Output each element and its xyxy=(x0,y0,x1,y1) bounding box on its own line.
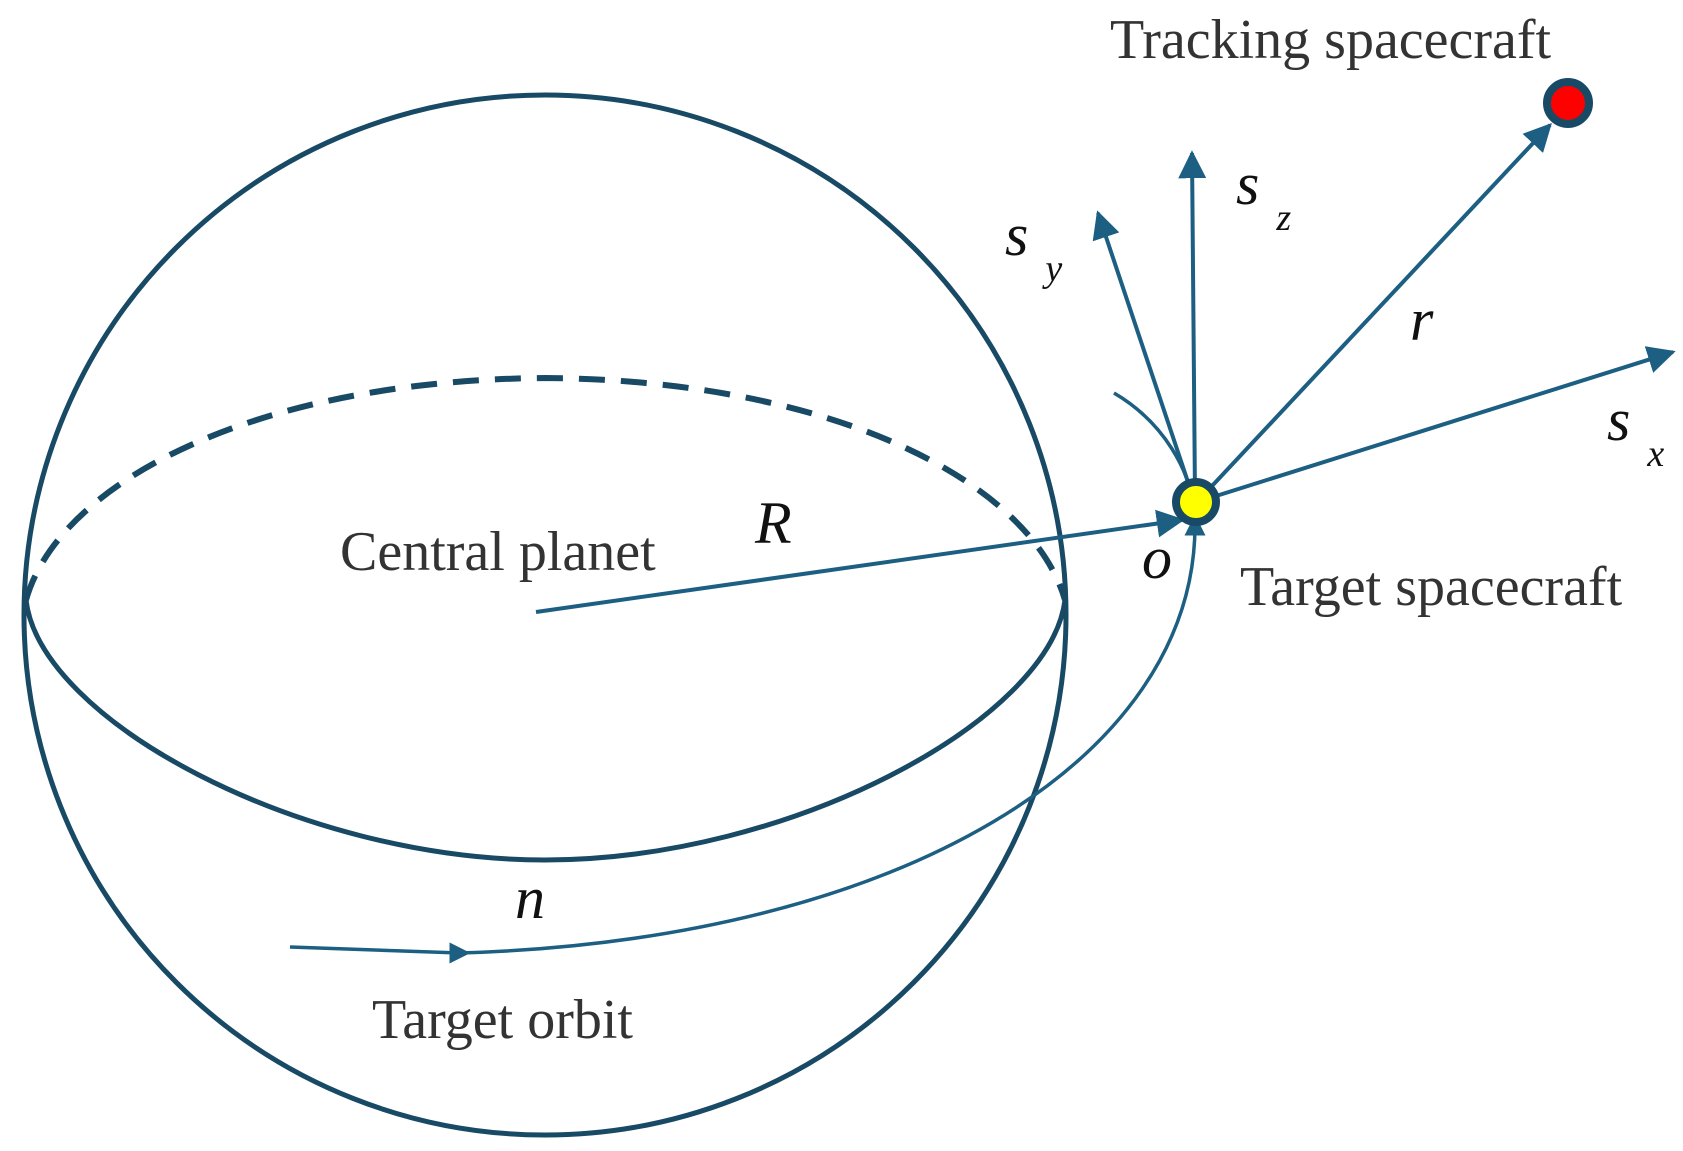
relative-vector-r xyxy=(1195,122,1552,504)
axis-sz-vector xyxy=(1178,150,1207,498)
target-spacecraft-marker xyxy=(1172,478,1220,526)
target-spacecraft-label: Target spacecraft xyxy=(1240,556,1623,618)
symbol-sy-sub: y xyxy=(1041,248,1062,290)
axis-sy-vector xyxy=(1092,210,1195,498)
central-planet-label: Central planet xyxy=(340,521,656,583)
symbol-n: n xyxy=(515,865,545,931)
planet-equator-back xyxy=(23,374,1068,601)
axis-sx-vector xyxy=(1196,346,1676,504)
symbol-sx-sub: x xyxy=(1646,433,1664,475)
target-orbit-label: Target orbit xyxy=(372,989,633,1051)
symbol-sx: s x xyxy=(1607,387,1664,475)
tracking-spacecraft-label: Tracking spacecraft xyxy=(1110,9,1552,71)
symbol-R: R xyxy=(754,490,792,556)
symbol-o: o xyxy=(1142,525,1172,591)
symbol-sz: s z xyxy=(1236,151,1291,239)
symbol-sz-sub: z xyxy=(1275,197,1291,239)
symbol-sx-base: s xyxy=(1607,387,1630,453)
planet-equator-front xyxy=(23,599,1068,863)
position-vector-R xyxy=(535,509,1185,614)
tracking-spacecraft-marker xyxy=(1543,78,1593,128)
target-orbit-path xyxy=(289,391,1206,964)
symbol-sy-base: s xyxy=(1005,202,1028,268)
symbol-sy: s y xyxy=(1005,202,1062,290)
symbol-r: r xyxy=(1410,287,1434,353)
symbol-sz-base: s xyxy=(1236,151,1259,217)
planet-sphere xyxy=(21,92,1069,1138)
